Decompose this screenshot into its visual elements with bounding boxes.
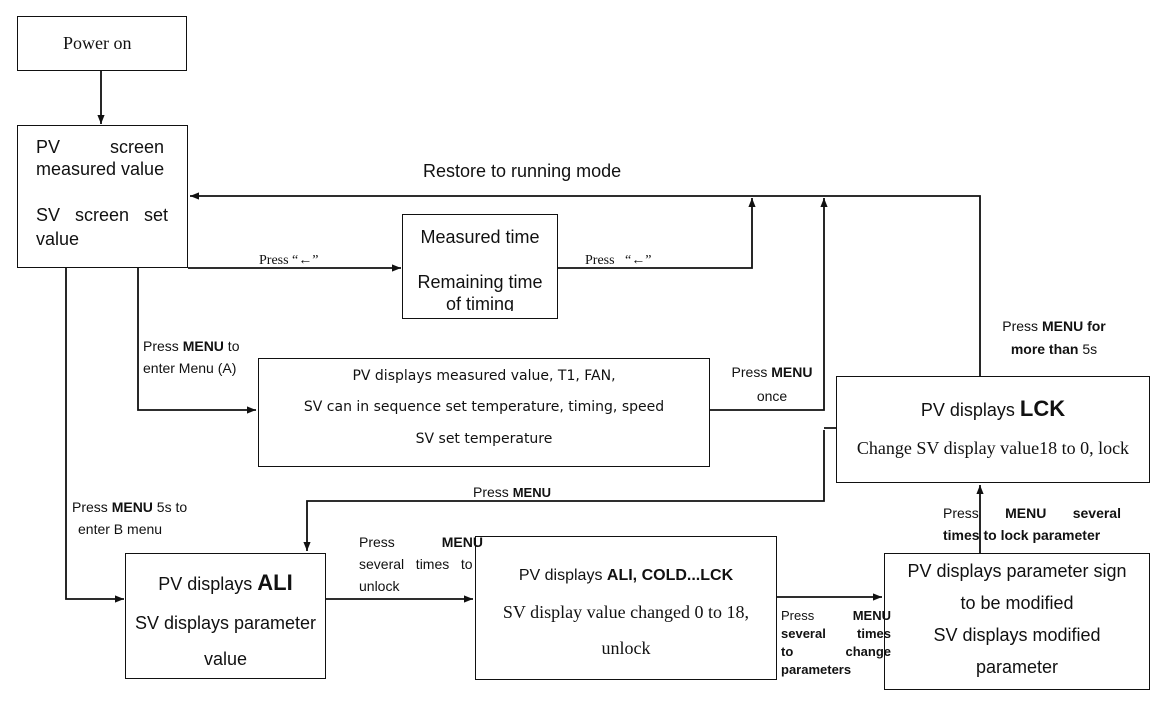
press-menu-label-1: Press <box>473 484 513 500</box>
lck-pv-line: PV displays LCK <box>836 396 1150 422</box>
cold-sv-line2: unlock <box>601 638 651 658</box>
lock-label-1: Press <box>943 505 979 521</box>
press-left-label-2: Press “←” <box>585 253 652 268</box>
menu-b-label: Press MENU 5s to enter B menu <box>72 496 187 540</box>
restore-label: Restore to running mode <box>423 161 622 181</box>
unlock-label: Press MENU several times to unlock <box>359 531 483 597</box>
param-line4: parameter <box>975 657 1059 677</box>
menu-a-label-4: enter Menu (A) <box>143 360 237 376</box>
menu-a-line3: SV set temperature <box>415 431 553 447</box>
press-left-label-1: Press “←” <box>259 253 319 268</box>
ali-box <box>125 553 326 679</box>
menu-5s-label: Press MENU for more than 5s <box>994 315 1114 361</box>
sv-screen-line2: value <box>36 229 80 249</box>
menu-a-label-1: Press <box>143 338 183 354</box>
arrow-lck-to-ali <box>303 430 825 551</box>
measured-time-label: Measured time <box>420 227 540 247</box>
lck-sv-line: Change SV display value18 to 0, lock <box>856 438 1130 458</box>
param-box <box>884 553 1150 690</box>
lck-pv-prefix: PV displays <box>920 400 1020 420</box>
menu-5s-label-2: MENU for <box>1041 318 1106 334</box>
menu-b-label-1: Press <box>72 499 112 515</box>
pv-screen-line2: measured value <box>36 159 165 179</box>
pv-screen-line1: PV screen <box>36 137 165 157</box>
unlock-label-4: unlock <box>359 578 400 594</box>
unlock-label-2: MENU <box>441 534 483 550</box>
sv-screen-line1: SV screen set <box>36 205 169 225</box>
lck-code: LCK <box>1019 396 1066 421</box>
ali-pv-prefix: PV displays <box>158 574 258 594</box>
cold-box <box>475 536 777 680</box>
menu-b-label-2: MENU <box>111 499 153 515</box>
lock-label: Press MENU several times to lock parameter <box>943 502 1121 546</box>
change-label: Press MENU several times to change paramete… <box>781 607 891 679</box>
change-label-7: parameters <box>781 662 852 677</box>
arrow-menu-a-to-restore <box>710 198 828 411</box>
menu-a-label: Press MENU to enter Menu (A) <box>143 335 240 379</box>
param-line2: to be modified <box>960 593 1074 613</box>
cold-sv-line1: SV display value changed 0 to 18, <box>502 602 750 622</box>
menu-once-label: Press MENU once <box>727 360 817 408</box>
ali-sv-line1: SV displays parameter <box>134 613 317 633</box>
cold-pv-prefix: PV displays <box>518 567 607 584</box>
lock-label-3: several <box>1072 505 1121 521</box>
menu-5s-label-3: more than <box>1010 341 1083 357</box>
arrow-to-b-menu <box>65 268 124 603</box>
change-label-4: times <box>857 626 891 641</box>
arrow-time-to-restore <box>557 198 756 269</box>
change-label-5: to <box>781 644 794 659</box>
power-on-label: Power on <box>63 33 132 53</box>
ali-code: ALI <box>257 570 293 595</box>
menu-a-box <box>258 358 710 467</box>
param-line1: PV displays parameter sign <box>907 561 1127 581</box>
menu-5s-label-1: Press <box>1002 318 1042 334</box>
ali-pv-line: PV displays ALI <box>125 570 326 596</box>
menu-once-label-2: MENU <box>771 364 813 380</box>
cold-code: ALI, COLD...LCK <box>606 567 734 584</box>
menu-a-label-2: MENU <box>182 338 224 354</box>
pv-screen-box <box>17 125 188 268</box>
change-label-2: MENU <box>852 608 891 623</box>
change-label-6: change <box>845 644 891 659</box>
change-label-3: several <box>781 626 826 641</box>
ali-sv-line2: value <box>203 649 248 669</box>
unlock-label-3: several times to <box>359 556 473 572</box>
press-menu-label: Press MENU <box>473 484 551 500</box>
param-line3: SV displays modified <box>933 625 1101 645</box>
menu-once-label-3: once <box>756 388 788 404</box>
arrow-restore <box>190 192 981 376</box>
menu-5s-label-4: 5s <box>1082 341 1098 357</box>
change-label-1: Press <box>781 608 815 623</box>
arrow-to-menu-a <box>137 268 256 414</box>
press-menu-label-2: MENU <box>512 485 551 500</box>
menu-b-label-4: enter B menu <box>78 521 163 537</box>
unlock-label-1: Press <box>359 534 395 550</box>
menu-a-label-3: to <box>223 338 240 354</box>
menu-a-line1: PV displays measured value, T1, FAN, <box>352 368 616 384</box>
measured-time-box <box>402 214 558 319</box>
cold-pv-line: PV displays ALI, COLD...LCK <box>475 567 777 585</box>
menu-once-label-1: Press <box>731 364 772 380</box>
menu-b-label-3: 5s to <box>152 499 188 515</box>
menu-a-line2: SV can in sequence set temperature, timi… <box>303 399 665 415</box>
power-on-box <box>17 16 187 71</box>
lck-box <box>836 376 1150 483</box>
lock-label-2: MENU <box>1005 505 1047 521</box>
remaining-time-label: Remaining time of timing <box>417 272 543 311</box>
lock-label-4: times to lock parameter <box>943 527 1101 543</box>
